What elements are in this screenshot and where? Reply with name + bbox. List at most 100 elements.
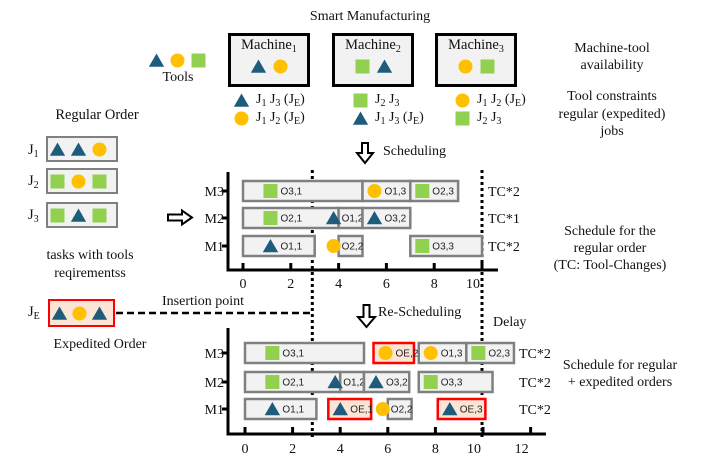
task-O2-3[interactable]: O2,3 <box>409 179 460 203</box>
square-tool-icon <box>265 346 280 360</box>
task-O3-2[interactable]: O3,2 <box>361 206 412 230</box>
triangle-tool-icon <box>52 306 67 320</box>
tool-change-count: TC*2 <box>519 376 551 391</box>
square-shape <box>480 59 494 74</box>
circle-shape <box>458 59 472 74</box>
task-label: O2,3 <box>488 349 510 360</box>
triangle-tool-icon <box>264 402 281 416</box>
machine-1-box: Machine1 <box>228 33 310 87</box>
square-tool-icon <box>92 208 107 222</box>
figure-title: Smart Manufacturing <box>309 9 431 24</box>
triangle-shape <box>250 59 266 73</box>
circle-shape <box>71 174 86 188</box>
triangle-tool-icon <box>71 208 86 222</box>
task-label: O1,3 <box>441 349 463 360</box>
task-O2-2[interactable]: O2,2 <box>326 234 364 258</box>
job-2-tasks <box>46 168 118 194</box>
task-label: O3,1 <box>280 187 302 198</box>
machine-1-tools <box>231 59 307 74</box>
triangle-tool-icon <box>250 59 266 73</box>
machine-row-label: M1 <box>205 240 224 255</box>
task-O1-3[interactable]: O1,3 <box>417 341 468 365</box>
machine-row-label: M1 <box>205 403 224 418</box>
machine-row-label: M2 <box>205 212 224 227</box>
task-O3-3[interactable]: O3,3 <box>409 234 484 258</box>
tool-constraint-row: J1 J2 (JE) <box>234 109 305 127</box>
job-ref-index: 1 <box>380 116 386 127</box>
constraint-jobs: J1 J3 (JE) <box>256 92 305 109</box>
machine-2-tools <box>335 59 411 74</box>
job-ref: (JE) <box>283 92 305 109</box>
x-tick-label: 8 <box>431 277 438 292</box>
job-ref-index: 1 <box>261 98 267 109</box>
triangle-tool-icon <box>327 375 343 389</box>
task-O2-1[interactable]: O2,1 <box>241 206 340 230</box>
task-O1-1[interactable]: O1,1 <box>243 397 318 421</box>
task-bar[interactable] <box>243 341 366 365</box>
square-tool-icon <box>50 208 65 222</box>
job-ref: J3 <box>269 92 281 109</box>
note-line: jobs <box>600 124 624 139</box>
triangle-tool-icon <box>332 402 348 416</box>
circle-tool-icon <box>455 93 470 107</box>
square-shape <box>455 111 470 125</box>
x-tick-label: 8 <box>432 442 439 457</box>
task-O3-1[interactable]: O3,1 <box>243 341 366 365</box>
square-tool-icon <box>191 53 206 68</box>
job-3-tasks <box>46 202 118 228</box>
note-line: regular order <box>573 241 647 256</box>
job-ref: J2 <box>375 92 386 109</box>
expedited-job-tasks <box>48 299 115 327</box>
task-O1-1[interactable]: O1,1 <box>241 234 316 258</box>
note-line: Tool constraints <box>567 89 657 104</box>
job-ref: J2 <box>490 92 502 109</box>
triangle-tool-icon <box>442 402 458 416</box>
circle-shape <box>455 93 470 107</box>
task-O3-1[interactable]: O3,1 <box>241 179 364 203</box>
task-O3-2[interactable]: O3,2 <box>362 370 411 394</box>
task-O2-1[interactable]: O2,1 <box>243 370 342 394</box>
square-tool-icon <box>480 59 494 74</box>
tool-change-count: TC*2 <box>519 403 551 418</box>
circle-tool-icon <box>71 174 86 188</box>
regular-schedule-note: Schedule for the regular order (TC: Tool… <box>554 223 667 274</box>
task-O1-2[interactable]: O1,2 <box>325 206 364 230</box>
circle-tool-icon <box>458 59 472 74</box>
square-shape <box>353 93 368 107</box>
job-ref-index: 2 <box>275 116 281 127</box>
circle-tool-icon <box>234 111 249 125</box>
task-label: O3,1 <box>282 349 304 360</box>
job-ref-index: 3 <box>496 116 502 127</box>
square-tool-icon <box>415 239 430 253</box>
x-tick-label: 12 <box>515 442 529 457</box>
machine-2-title: Machine2 <box>335 37 411 55</box>
tool-change-count: TC*2 <box>519 347 551 362</box>
task-O2-3[interactable]: O2,3 <box>465 341 516 365</box>
task-bar[interactable] <box>243 397 318 421</box>
x-tick-label: 6 <box>383 277 390 292</box>
task-OE-3[interactable]: OE,3 <box>436 397 487 421</box>
triangle-tool-icon <box>262 239 279 253</box>
task-label: O1,1 <box>280 242 302 253</box>
job-ref-index: E <box>294 98 301 109</box>
machine-row-label: M3 <box>205 347 224 362</box>
circle-shape <box>273 59 287 74</box>
task-bar[interactable] <box>241 234 316 258</box>
task-OE-2[interactable]: OE,2 <box>372 341 419 365</box>
triangle-shape <box>52 306 67 320</box>
x-tick-label: 6 <box>384 442 391 457</box>
task-O1-3[interactable]: O1,3 <box>361 179 412 203</box>
task-O3-3[interactable]: O3,3 <box>417 370 494 394</box>
square-tool-icon <box>92 174 107 188</box>
task-label: O2,1 <box>282 378 304 389</box>
task-OE-1[interactable]: OE,1 <box>327 397 374 421</box>
job-label: J <box>28 142 34 158</box>
machine-2-box: Machine2 <box>332 33 414 87</box>
task-O2-2[interactable]: O2,2 <box>375 397 413 421</box>
triangle-tool-icon <box>376 59 392 73</box>
task-bar[interactable] <box>241 179 364 203</box>
square-tool-icon <box>455 111 470 125</box>
task-label: O2,2 <box>391 405 413 416</box>
